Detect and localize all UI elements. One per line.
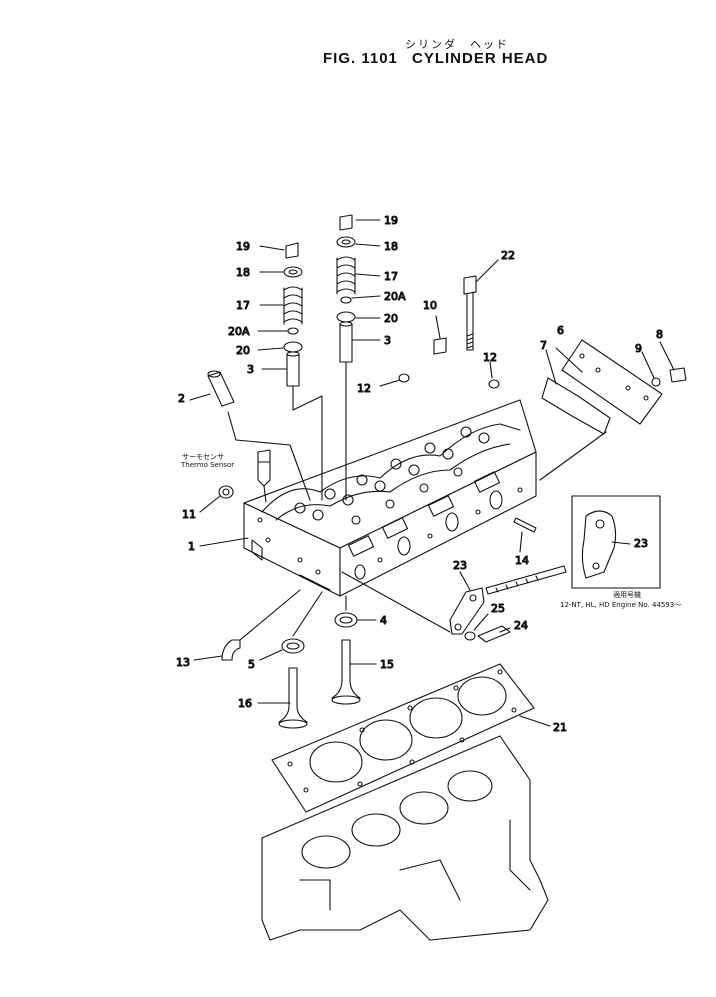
- seal-part-4: [334, 612, 358, 628]
- nut-part-10: [433, 337, 447, 355]
- figure-title: CYLINDER HEAD: [412, 50, 549, 67]
- stud-part-14: [513, 517, 537, 533]
- sensor-note-english: Thermo Sensor: [181, 461, 235, 469]
- callout-7: 7: [540, 339, 547, 352]
- callout-18-center: 18: [384, 240, 398, 253]
- bolt-part-22: [463, 275, 477, 351]
- applicability-note-japanese: 適用号機: [613, 591, 641, 599]
- washer-part-25: [464, 631, 476, 641]
- callout-19-left: 19: [236, 240, 250, 253]
- callout-11: 11: [182, 508, 196, 521]
- cylinder-block: [261, 735, 549, 941]
- applicability-note-english: 12-NT, HL, HD Engine No. 44593～: [560, 601, 682, 609]
- cylinder-head: [243, 399, 537, 597]
- washer-part-9: [651, 377, 661, 387]
- center-valve-stack: [336, 214, 356, 363]
- callout-8: 8: [656, 328, 663, 341]
- callout-18-left: 18: [236, 266, 250, 279]
- title-japanese: シリンダ ヘッド: [405, 38, 509, 51]
- callout-25: 25: [491, 602, 505, 615]
- callout-labels: 19 18 17 20A 20 3 19 18 17 20A 20 3 22 1…: [175, 213, 663, 734]
- callout-3-left: 3: [247, 363, 254, 376]
- callout-9: 9: [635, 342, 642, 355]
- callout-20-center: 20: [384, 312, 398, 325]
- callout-20-left: 20: [236, 344, 250, 357]
- callout-17-center: 17: [384, 270, 398, 283]
- head-gasket-part-21: [271, 663, 535, 813]
- callout-24: 24: [514, 619, 528, 632]
- callout-17-left: 17: [236, 299, 250, 312]
- callout-23: 23: [453, 559, 467, 572]
- callout-19-center: 19: [384, 214, 398, 227]
- callout-20a-left: 20A: [228, 325, 250, 338]
- callout-6: 6: [557, 324, 564, 337]
- bolt-part-8: [669, 367, 687, 383]
- figure-number: FIG. 1101: [323, 50, 398, 67]
- callout-20a-center: 20A: [384, 290, 406, 303]
- callout-16: 16: [238, 697, 252, 710]
- callout-23-detail: 23: [634, 537, 648, 550]
- hose-part-13: [221, 639, 241, 661]
- callout-4: 4: [380, 614, 387, 627]
- callout-12-left: 12: [357, 382, 371, 395]
- valve-part-16: [278, 667, 308, 729]
- bracket-detail-box: [571, 495, 661, 589]
- seal-part-5: [281, 638, 305, 654]
- callout-22: 22: [501, 249, 515, 262]
- bolt-part-24: [477, 625, 511, 643]
- callout-2: 2: [178, 392, 185, 405]
- thermo-sensor: [257, 449, 271, 503]
- plug-part-12-a: [398, 373, 410, 383]
- left-valve-stack: [283, 242, 303, 387]
- plug-part-11: [218, 485, 234, 499]
- valve-guide-part-2: [207, 370, 235, 407]
- leader-lines: [189, 219, 675, 727]
- valve-part-15: [331, 639, 361, 705]
- callout-14: 14: [515, 554, 529, 567]
- callout-3-center: 3: [384, 334, 391, 347]
- plug-part-12-b: [488, 379, 500, 389]
- callout-13: 13: [176, 656, 190, 669]
- callout-10: 10: [423, 299, 437, 312]
- callout-21: 21: [553, 721, 567, 734]
- callout-5: 5: [248, 658, 255, 671]
- callout-15: 15: [380, 658, 394, 671]
- callout-12-right: 12: [483, 351, 497, 364]
- sensor-note-japanese: サーモセンサ: [182, 453, 224, 461]
- callout-1: 1: [188, 540, 195, 553]
